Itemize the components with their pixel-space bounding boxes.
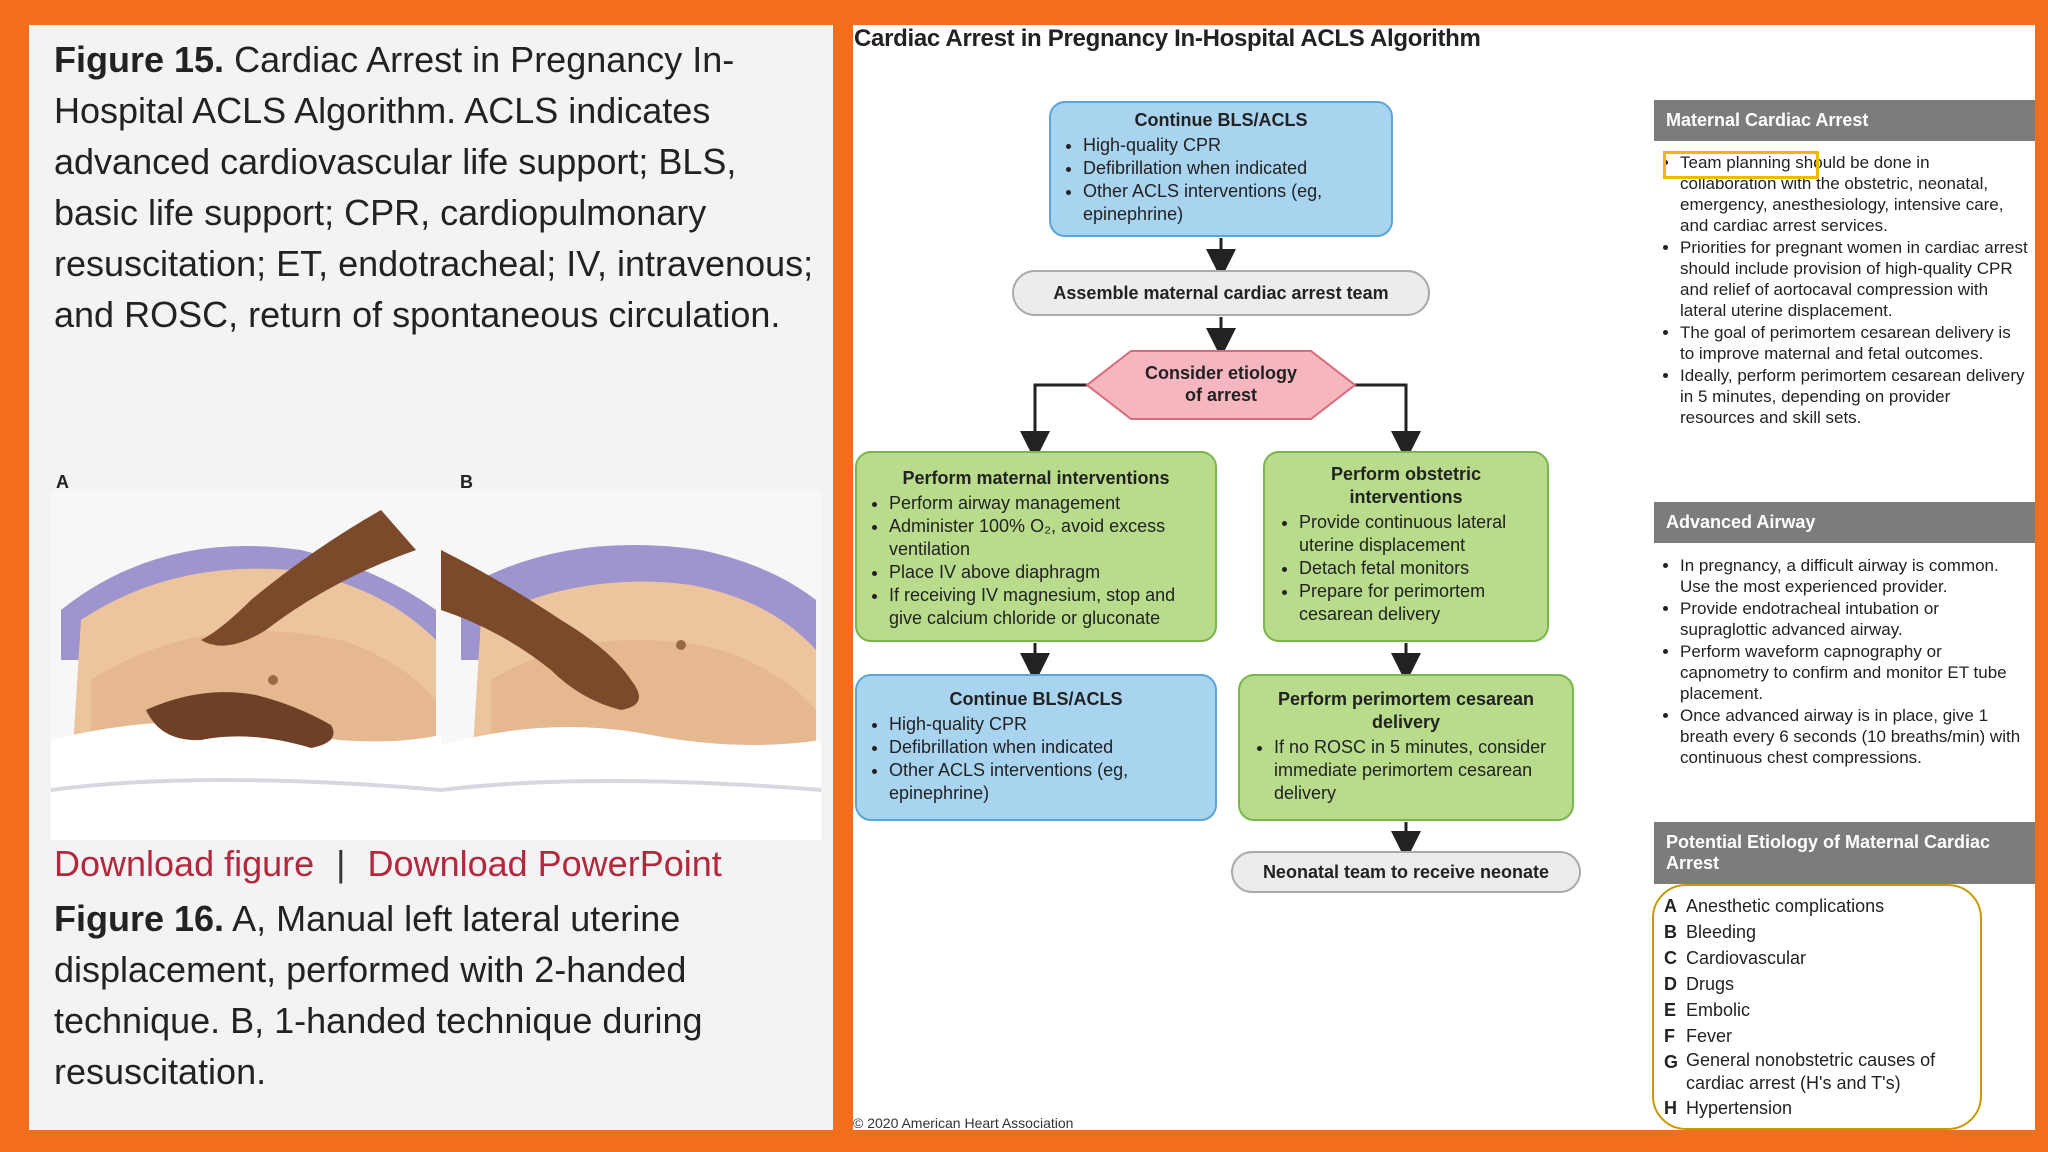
perimortem-cesarean-list: If no ROSC in 5 minutes, consider immedi… — [1254, 736, 1558, 805]
maternal-interventions-list: Perform airway management Administer 100… — [869, 492, 1203, 630]
list-item: Detach fetal monitors — [1299, 557, 1533, 580]
assemble-team-box: Assemble maternal cardiac arrest team — [1012, 270, 1430, 316]
list-item: Defibrillation when indicated — [1083, 157, 1379, 180]
perimortem-cesarean-title: Perform perimortem cesarean delivery — [1254, 688, 1558, 734]
consider-etiology-label: Consider etiology of arrest — [1121, 362, 1321, 406]
etiology-header: Potential Etiology of Maternal Cardiac A… — [1654, 822, 2035, 884]
list-item: Other ACLS interventions (eg, epinephrin… — [889, 759, 1203, 805]
team-planning-highlight — [1663, 151, 1819, 179]
continue-bls-acls-box: Continue BLS/ACLS High-quality CPR Defib… — [1049, 101, 1393, 237]
neonatal-team-box: Neonatal team to receive neonate — [1231, 851, 1581, 893]
consider-etiology-line2: of arrest — [1121, 384, 1321, 406]
list-item: Priorities for pregnant women in cardiac… — [1680, 237, 2029, 321]
list-item: Prepare for perimortem cesarean delivery — [1299, 580, 1533, 626]
list-item: High-quality CPR — [1083, 134, 1379, 157]
obstetric-interventions-box: Perform obstetric interventions Provide … — [1263, 451, 1549, 642]
list-item: Ideally, perform perimortem cesarean del… — [1680, 365, 2029, 428]
advanced-airway-list: In pregnancy, a difficult airway is comm… — [1664, 555, 2029, 769]
arrow-consider-to-maternal — [1035, 385, 1087, 446]
maternal-cardiac-arrest-list: Team planning should be done in collabor… — [1664, 152, 2029, 429]
list-item: Other ACLS interventions (eg, epinephrin… — [1083, 180, 1379, 226]
list-item: Once advanced airway is in place, give 1… — [1680, 705, 2029, 768]
consider-etiology-line1: Consider etiology — [1121, 362, 1321, 384]
obstetric-interventions-title: Perform obstetric interventions — [1279, 463, 1533, 509]
list-item: Administer 100% O₂, avoid excess ventila… — [889, 515, 1203, 561]
continue-bls-acls-title-2: Continue BLS/ACLS — [869, 688, 1203, 711]
list-item: If no ROSC in 5 minutes, consider immedi… — [1274, 736, 1558, 805]
list-item: In pregnancy, a difficult airway is comm… — [1680, 555, 2029, 597]
copyright-notice: © 2020 American Heart Association — [853, 1115, 1073, 1131]
list-item: The goal of perimortem cesarean delivery… — [1680, 322, 2029, 364]
list-item: Place IV above diaphragm — [889, 561, 1203, 584]
list-item: Defibrillation when indicated — [889, 736, 1203, 759]
list-item: Perform waveform capnography or capnomet… — [1680, 641, 2029, 704]
etiology-highlight — [1652, 884, 1982, 1130]
list-item: Provide endotracheal intubation or supra… — [1680, 598, 2029, 640]
continue-bls-acls-list-2: High-quality CPR Defibrillation when ind… — [869, 713, 1203, 805]
list-item: High-quality CPR — [889, 713, 1203, 736]
maternal-interventions-box: Perform maternal interventions Perform a… — [855, 451, 1217, 642]
list-item: Perform airway management — [889, 492, 1203, 515]
continue-bls-acls-list: High-quality CPR Defibrillation when ind… — [1063, 134, 1379, 226]
arrow-consider-to-obstetric — [1355, 385, 1406, 446]
advanced-airway-header: Advanced Airway — [1654, 502, 2035, 543]
continue-bls-acls-title: Continue BLS/ACLS — [1063, 109, 1379, 132]
perimortem-cesarean-box: Perform perimortem cesarean delivery If … — [1238, 674, 1574, 821]
list-item: Provide continuous lateral uterine displ… — [1299, 511, 1533, 557]
continue-bls-acls-box-2: Continue BLS/ACLS High-quality CPR Defib… — [855, 674, 1217, 821]
list-item: If receiving IV magnesium, stop and give… — [889, 584, 1203, 630]
maternal-cardiac-arrest-header: Maternal Cardiac Arrest — [1654, 100, 2035, 141]
maternal-interventions-title: Perform maternal interventions — [869, 467, 1203, 490]
obstetric-interventions-list: Provide continuous lateral uterine displ… — [1279, 511, 1533, 626]
